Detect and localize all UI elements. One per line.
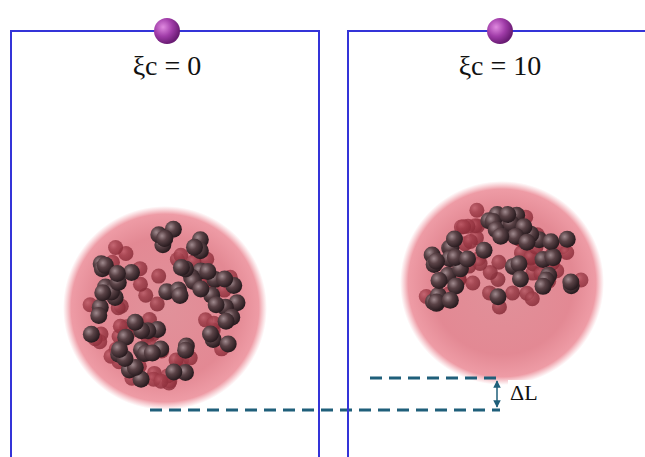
dashed-line — [150, 409, 500, 412]
monomer-bead — [83, 326, 100, 343]
monomer-bead — [216, 270, 233, 287]
monomer-bead — [476, 242, 493, 259]
dimension-arrow — [496, 381, 498, 407]
polymer-globule — [63, 206, 267, 410]
monomer-bead — [428, 253, 445, 270]
monomer-bead — [510, 255, 527, 272]
monomer-bead — [545, 249, 562, 266]
monomer-bead — [202, 326, 219, 343]
dimension-label: ΔL — [508, 380, 540, 406]
parameter-label: ξc = 10 — [459, 50, 542, 82]
displacement-guides — [150, 378, 500, 410]
monomer-bead — [156, 230, 173, 247]
monomer-bead — [512, 270, 529, 287]
monomer-bead — [127, 314, 144, 331]
simulation-panel: ξc = 0 — [10, 30, 320, 457]
monomer-bead — [94, 284, 111, 301]
monomer-bead — [111, 341, 128, 358]
monomer-bead — [492, 228, 509, 245]
monomer-bead — [177, 342, 194, 359]
monomer-bead — [442, 292, 459, 309]
monomer-bead — [199, 263, 216, 280]
monomer-bead — [459, 250, 476, 267]
monomer-bead — [192, 280, 209, 297]
monomer-bead — [165, 363, 182, 380]
anchor-bead — [487, 18, 513, 44]
monomer-bead — [446, 231, 463, 248]
monomer-bead — [173, 259, 190, 276]
monomer-bead — [90, 307, 107, 324]
monomer-bead — [144, 344, 161, 361]
anchor-bead — [154, 18, 180, 44]
simulation-panel: ξc = 10 — [347, 30, 645, 457]
monomer-bead — [220, 336, 237, 353]
monomer-bead — [542, 233, 559, 250]
monomer-bead — [186, 239, 203, 256]
red-sphere — [63, 206, 267, 410]
monomer-bead — [490, 288, 507, 305]
monomer-bead — [172, 287, 189, 304]
monomer-bead — [431, 272, 448, 289]
monomer-bead — [109, 265, 126, 282]
red-sphere — [400, 181, 604, 385]
monomer-bead — [559, 231, 576, 248]
parameter-label: ξc = 0 — [133, 50, 202, 82]
dashed-line — [370, 377, 500, 380]
monomer-bead — [218, 313, 235, 330]
monomer-bead — [518, 234, 535, 251]
monomer-bead — [208, 296, 225, 313]
monomer-bead — [535, 278, 552, 295]
polymer-globule — [400, 181, 604, 385]
monomer-bead — [562, 273, 579, 290]
monomer-bead — [499, 206, 516, 223]
